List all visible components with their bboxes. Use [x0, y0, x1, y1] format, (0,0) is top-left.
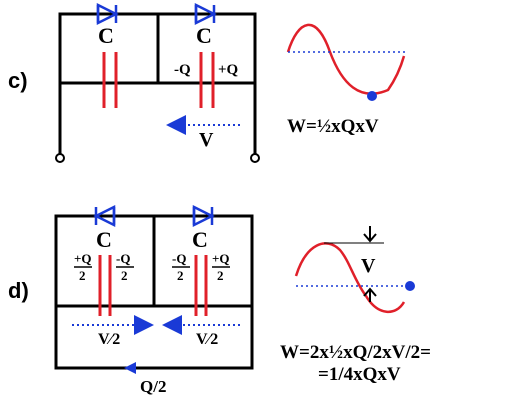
- capacitor-symbol: [102, 52, 118, 108]
- charge-fraction: +Q 2: [74, 251, 92, 283]
- capacitor-symbol: [199, 52, 215, 108]
- terminal-right: [250, 153, 260, 163]
- current-arrow-icon: [124, 362, 136, 374]
- section-c: c) C C: [8, 2, 406, 163]
- voltage-label: V: [199, 129, 214, 151]
- voltage-label: V⁄2: [98, 331, 120, 348]
- capacitor-label: C: [196, 23, 212, 48]
- capacitor-symbol: [194, 255, 208, 316]
- capacitor-label: C: [96, 227, 112, 252]
- charge-fraction: -Q 2: [116, 251, 134, 283]
- charge-fraction: -Q 2: [172, 251, 190, 283]
- diode-icon: [96, 2, 119, 26]
- diode-icon: [194, 2, 217, 26]
- capacitor-label: C: [98, 23, 114, 48]
- diode-icon: [192, 204, 215, 228]
- diode-icon: [93, 204, 116, 228]
- marker-dot: [367, 91, 377, 101]
- svg-text:+Q: +Q: [74, 251, 92, 266]
- svg-text:2: 2: [121, 268, 128, 283]
- amplitude-arrows: [363, 226, 377, 302]
- capacitor-label: C: [192, 227, 208, 252]
- svg-text:2: 2: [177, 268, 184, 283]
- sine-wave: [294, 242, 406, 313]
- svg-text:2: 2: [217, 268, 224, 283]
- voltage-label: V⁄2: [196, 331, 218, 348]
- amplitude-label: V: [361, 255, 376, 277]
- charge-label: +Q: [218, 62, 239, 78]
- section-c-wires: [58, 12, 257, 158]
- svg-text:-Q: -Q: [172, 251, 186, 266]
- section-d: d) C C +Q: [8, 204, 431, 396]
- svg-text:+Q: +Q: [212, 251, 230, 266]
- section-d-label: d): [8, 278, 29, 303]
- svg-text:2: 2: [79, 268, 86, 283]
- marker-dot: [405, 281, 415, 291]
- charge-fraction: +Q 2: [212, 251, 230, 283]
- svg-text:-Q: -Q: [116, 251, 130, 266]
- energy-formula-line1: W=2x½xQ/2xV/2=: [280, 342, 431, 363]
- charge-label: -Q: [174, 62, 191, 78]
- capacitor-symbol: [98, 255, 112, 316]
- sine-wave: [286, 23, 406, 95]
- charge-flow-label: Q/2: [140, 377, 166, 396]
- terminal-left: [55, 153, 65, 163]
- energy-formula-line2: =1/4xQxV: [318, 364, 401, 385]
- section-c-label: c): [8, 68, 28, 93]
- energy-formula: W=½xQxV: [287, 116, 379, 137]
- section-d-wires: [54, 214, 254, 370]
